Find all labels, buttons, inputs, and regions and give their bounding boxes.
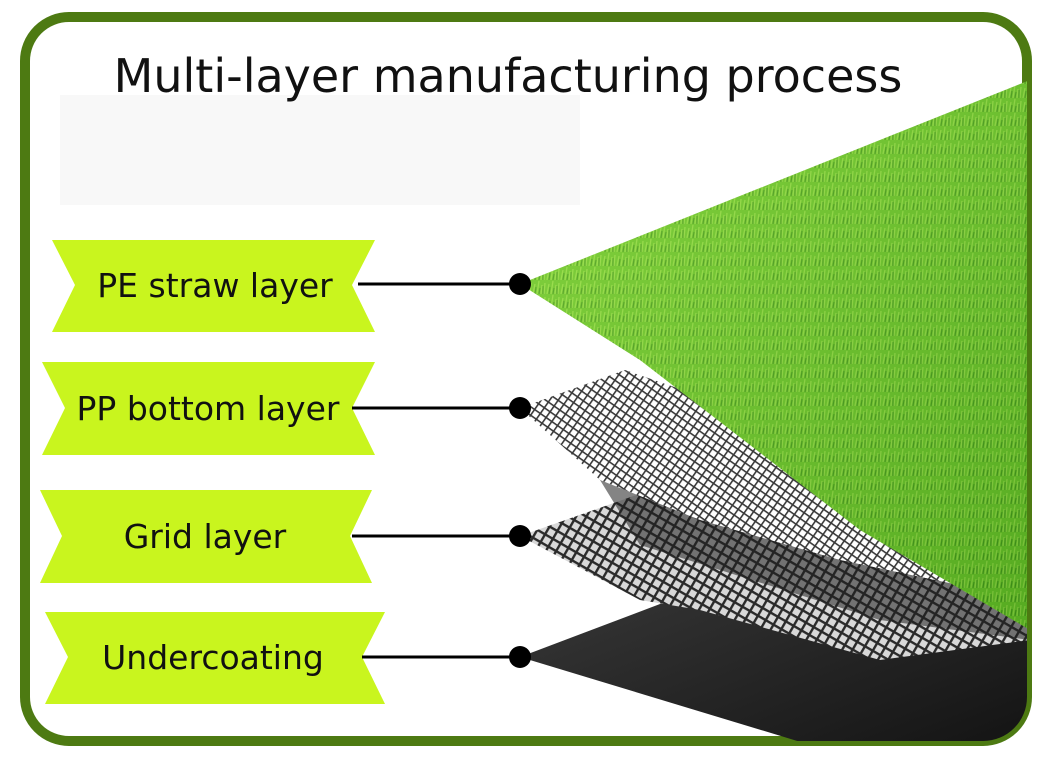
diagram-title: Multi-layer manufacturing process [114,49,903,103]
background-haze [60,95,580,205]
layer-label-text: Undercoating [102,638,324,677]
ribbon-banner [42,362,375,455]
ribbon-banner [40,490,372,583]
layer-label-3: Grid layer [40,490,531,583]
layer-label-text: Grid layer [124,517,287,556]
grass-shading [520,80,1027,630]
layer-label-1: PE straw layer [52,240,531,332]
ribbon-banner [45,612,385,704]
layer-label-text: PP bottom layer [77,389,340,428]
connector-dot [509,646,531,668]
ribbon-banner [52,240,375,332]
connector-dot [509,273,531,295]
mesh-shadow [600,480,1027,640]
layer-label-4: Undercoating [45,612,531,704]
connector-dot [509,525,531,547]
connector-dot [509,397,531,419]
layer-label-2: PP bottom layer [42,362,531,455]
layer-label-text: PE straw layer [97,266,333,305]
